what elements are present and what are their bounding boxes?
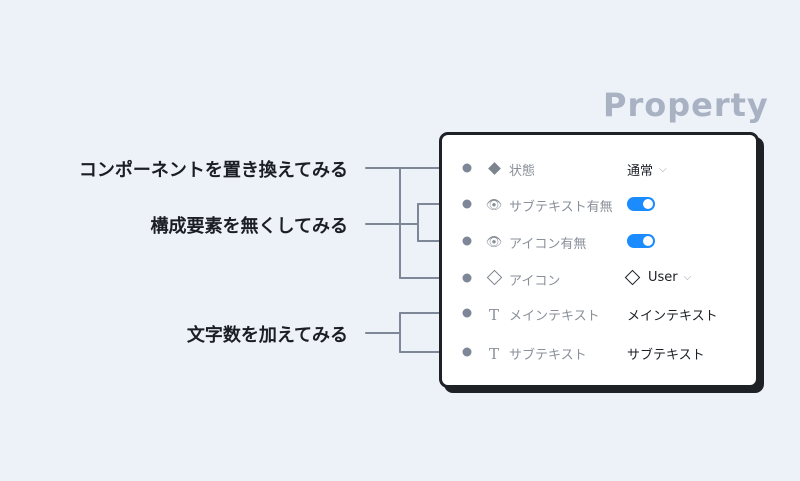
chevron-down-icon: ⌵ bbox=[683, 272, 692, 283]
property-row-subtext-visible: 👁 サブテキスト有無 bbox=[485, 196, 613, 215]
callout-add-characters: 文字数を加えてみる bbox=[186, 325, 348, 346]
text-icon: T bbox=[488, 305, 499, 324]
eye-icon: 👁 bbox=[485, 198, 503, 213]
property-row-icon-visible: 👁 アイコン有無 bbox=[485, 233, 587, 252]
state-dropdown-value: 通常 bbox=[627, 164, 654, 179]
icon-dropdown[interactable]: User ⌵ bbox=[624, 269, 692, 286]
state-dropdown[interactable]: 通常 ⌵ bbox=[627, 160, 667, 179]
subtext-visible-toggle[interactable] bbox=[627, 197, 655, 211]
callout-replace-component: コンポーネントを置き換えてみる bbox=[78, 160, 348, 181]
outline-diamond-icon bbox=[485, 269, 503, 287]
main-text-value[interactable]: メインテキスト bbox=[627, 309, 718, 324]
callout-remove-elements: 構成要素を無くしてみる bbox=[150, 216, 348, 237]
property-label-icon-visible: アイコン有無 bbox=[509, 237, 587, 252]
property-row-state: 状態 bbox=[485, 160, 535, 179]
property-label-main-text: メインテキスト bbox=[509, 309, 600, 324]
property-row-icon: アイコン bbox=[485, 269, 561, 289]
filled-diamond-icon bbox=[485, 162, 503, 177]
property-label-subtext-visible: サブテキスト有無 bbox=[509, 200, 613, 215]
property-label-sub-text: サブテキスト bbox=[509, 348, 587, 363]
property-row-main-text: T メインテキスト bbox=[485, 305, 600, 325]
title: Property bbox=[603, 86, 769, 124]
property-label-state: 状態 bbox=[509, 164, 536, 179]
chevron-down-icon: ⌵ bbox=[659, 164, 667, 175]
property-panel bbox=[439, 132, 759, 388]
property-row-sub-text: T サブテキスト bbox=[485, 344, 587, 364]
property-label-icon: アイコン bbox=[509, 274, 561, 289]
icon-dropdown-value: User bbox=[648, 270, 678, 285]
sub-text-value[interactable]: サブテキスト bbox=[627, 348, 705, 363]
eye-icon: 👁 bbox=[485, 235, 503, 250]
component-diamond-icon bbox=[624, 269, 641, 286]
toggle-switch-on[interactable] bbox=[627, 234, 655, 248]
icon-visible-toggle[interactable] bbox=[627, 234, 655, 248]
text-icon: T bbox=[488, 344, 499, 363]
toggle-switch-on[interactable] bbox=[627, 197, 655, 211]
